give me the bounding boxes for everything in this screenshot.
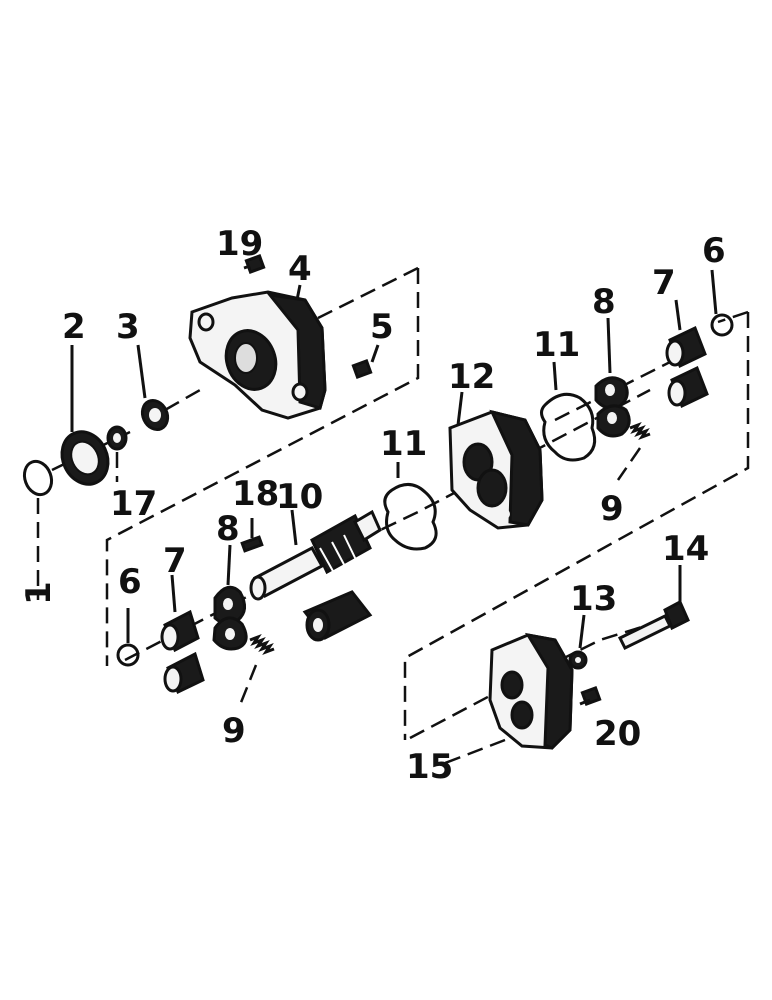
- part-6-washer-left: [116, 608, 140, 667]
- part-17-washer: [106, 425, 128, 482]
- part-2-bearing-ring: [60, 345, 110, 486]
- label-10: 10: [276, 477, 323, 517]
- label-7-right: 7: [652, 263, 676, 303]
- part-19-screw: [243, 254, 266, 274]
- part-3-needle-bearing: [136, 344, 170, 432]
- label-15: 15: [406, 747, 453, 787]
- part-9-spring-right: [616, 421, 651, 481]
- label-6-left: 6: [118, 562, 142, 602]
- callout-labels: 1 2 3 4 5 6 6 7 7 8 8 9 9 10 11 11 12 13…: [19, 224, 726, 787]
- part-11-gasket-left: [383, 462, 438, 551]
- label-3: 3: [116, 307, 140, 347]
- label-13: 13: [570, 579, 617, 619]
- label-8-left: 8: [216, 509, 240, 549]
- label-6-right: 6: [702, 231, 726, 271]
- part-8-bearing-plate-right: [594, 317, 631, 438]
- part-20-fitting: [579, 686, 602, 706]
- label-14: 14: [662, 529, 709, 569]
- part-6-washer-right: [710, 269, 734, 337]
- label-4: 4: [288, 249, 312, 289]
- part-7-bearings-left: [160, 574, 205, 695]
- label-9-right: 9: [600, 489, 624, 529]
- part-18-dowel-pin: [240, 518, 264, 553]
- label-8-right: 8: [592, 282, 616, 322]
- label-7-left: 7: [163, 541, 187, 581]
- part-14-through-bolt: [617, 565, 690, 651]
- label-12: 12: [448, 357, 495, 397]
- label-11-right: 11: [533, 325, 580, 365]
- label-5: 5: [370, 307, 394, 347]
- label-9-left: 9: [222, 711, 246, 751]
- part-10-drive-shaft: [249, 509, 382, 601]
- part-11-gasket-right: [540, 361, 597, 462]
- part-15-rear-cover: [439, 632, 574, 767]
- part-5-plug: [351, 344, 380, 379]
- label-2: 2: [62, 307, 86, 347]
- label-1: 1: [19, 581, 59, 605]
- part-9-spring-left: [238, 633, 275, 706]
- part-1-snap-ring: [22, 459, 54, 600]
- idler-gear: [302, 590, 373, 642]
- part-8-bearing-plate-left: [212, 544, 248, 651]
- part-12-pump-body: [448, 391, 544, 530]
- part-13-washer: [568, 614, 588, 670]
- label-19: 19: [216, 224, 263, 264]
- label-11-left: 11: [380, 424, 427, 464]
- label-18: 18: [232, 474, 279, 514]
- label-17: 17: [110, 484, 157, 524]
- part-7-bearings-right: [665, 299, 709, 409]
- part-4-front-cover: [188, 284, 327, 420]
- label-20: 20: [594, 714, 641, 754]
